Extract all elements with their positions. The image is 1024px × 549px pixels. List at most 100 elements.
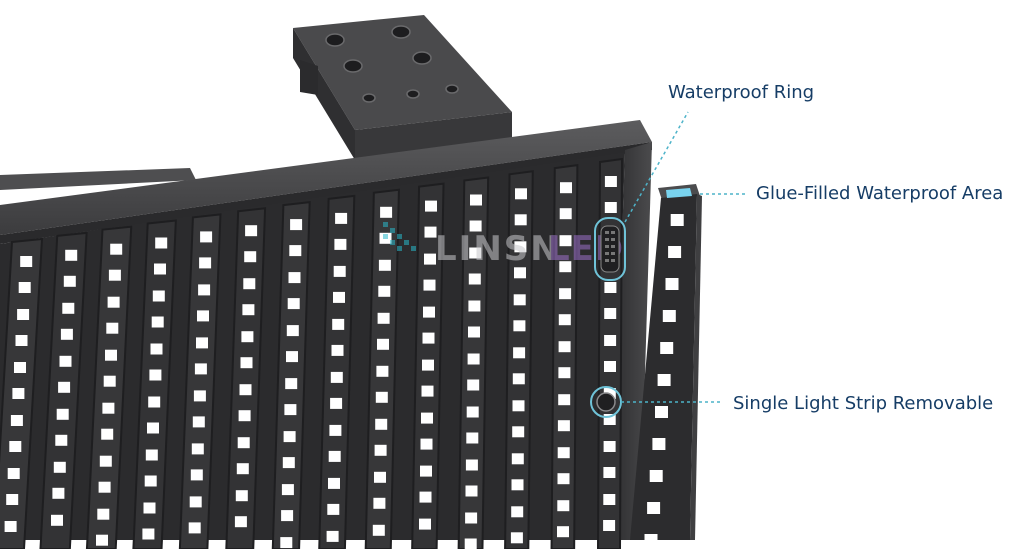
led-pixel <box>374 444 387 456</box>
led-pixel <box>557 473 570 485</box>
led-pixel <box>423 279 436 291</box>
led-pixel <box>288 272 301 284</box>
led-pixel <box>62 302 75 314</box>
led-pixel <box>52 487 65 499</box>
led-pixel <box>149 369 162 381</box>
leader-lines <box>621 111 748 403</box>
led-pixel <box>290 219 303 231</box>
strip-led-pixel <box>655 406 668 418</box>
strip-led-pixel <box>665 278 679 290</box>
led-pixel <box>421 412 433 424</box>
svg-text:LINSN: LINSN <box>435 229 561 269</box>
led-pixel <box>150 343 163 355</box>
led-pixel <box>330 397 343 409</box>
led-pixel <box>191 443 204 455</box>
strip-led-pixel <box>644 534 658 546</box>
led-pixel <box>470 194 482 206</box>
led-pixel <box>106 322 119 334</box>
led-pixel <box>15 335 28 346</box>
led-pixel <box>512 373 525 385</box>
led-pixel <box>101 428 114 440</box>
waterproof-ring-connector <box>594 217 626 281</box>
led-pixel <box>335 212 348 224</box>
led-pixel <box>196 337 208 349</box>
led-pixel <box>332 318 345 330</box>
led-pixel <box>59 355 72 367</box>
led-pixel <box>192 416 205 428</box>
led-pixel <box>557 500 570 512</box>
led-pixel <box>331 344 344 356</box>
bracket-holes <box>325 25 459 103</box>
led-pixel <box>464 538 477 549</box>
removable-light-strip <box>630 184 702 546</box>
led-pixel <box>326 530 339 542</box>
led-pixel <box>55 434 68 446</box>
led-pixel <box>422 332 435 344</box>
led-pixel <box>286 351 298 363</box>
led-pixel <box>375 418 388 430</box>
led-pixel <box>199 257 212 269</box>
mounting-bracket <box>293 15 512 160</box>
led-pixel <box>190 469 203 481</box>
led-pixel <box>198 284 211 296</box>
waterproof-ring-label: Waterproof Ring <box>668 82 815 103</box>
led-pixel <box>558 394 571 406</box>
led-pixel <box>604 335 617 346</box>
led-pixel <box>99 455 112 467</box>
light-bars <box>0 157 624 549</box>
led-pixel <box>467 379 480 391</box>
led-pixel <box>197 310 209 322</box>
led-pixel <box>189 496 202 508</box>
led-pixel <box>373 497 386 509</box>
led-pixel <box>512 426 525 438</box>
led-pixel <box>512 400 525 412</box>
glue-filled-area <box>666 188 692 198</box>
led-pixel <box>558 341 571 353</box>
led-pixel <box>9 441 22 452</box>
led-pixel <box>234 516 247 528</box>
led-pixel <box>469 247 482 259</box>
led-pixel <box>145 449 158 461</box>
led-pixel <box>96 534 108 546</box>
led-pixel <box>334 238 347 250</box>
led-pixel <box>557 447 570 459</box>
led-pixel <box>235 490 248 502</box>
led-pixel <box>375 391 388 403</box>
led-pixel <box>10 415 23 426</box>
led-pixel <box>513 347 526 359</box>
led-pixel <box>328 477 340 489</box>
led-pixel <box>466 406 479 418</box>
led-pixel <box>18 282 31 293</box>
led-pixel <box>103 375 116 387</box>
led-pixel <box>468 273 481 285</box>
led-pixel <box>281 484 294 496</box>
led-pixel <box>419 518 431 530</box>
strip-led-pixel <box>647 502 661 514</box>
led-pixel <box>465 512 478 524</box>
led-pixel <box>603 494 616 505</box>
led-pixel <box>56 408 69 420</box>
led-pixel <box>377 312 390 324</box>
led-pixel <box>423 306 435 318</box>
led-pixel <box>243 278 256 290</box>
led-pixel <box>603 414 616 425</box>
led-pixel <box>558 367 571 379</box>
led-pixel <box>333 265 346 277</box>
led-pixel <box>510 532 523 544</box>
led-pixel <box>420 438 433 450</box>
led-pixel <box>424 226 437 238</box>
led-pixel <box>419 491 432 503</box>
led-pixel <box>97 508 110 520</box>
led-pixel <box>377 338 389 350</box>
led-pixel <box>237 437 250 449</box>
led-pixel <box>280 537 293 549</box>
led-pixel <box>604 308 617 319</box>
led-pixel <box>466 432 479 444</box>
led-pixel <box>105 349 117 361</box>
led-pixel <box>468 326 480 338</box>
led-pixel <box>286 325 299 337</box>
strip-led-pixel <box>668 246 682 258</box>
led-pixel <box>513 320 526 332</box>
led-pixel <box>147 422 159 434</box>
